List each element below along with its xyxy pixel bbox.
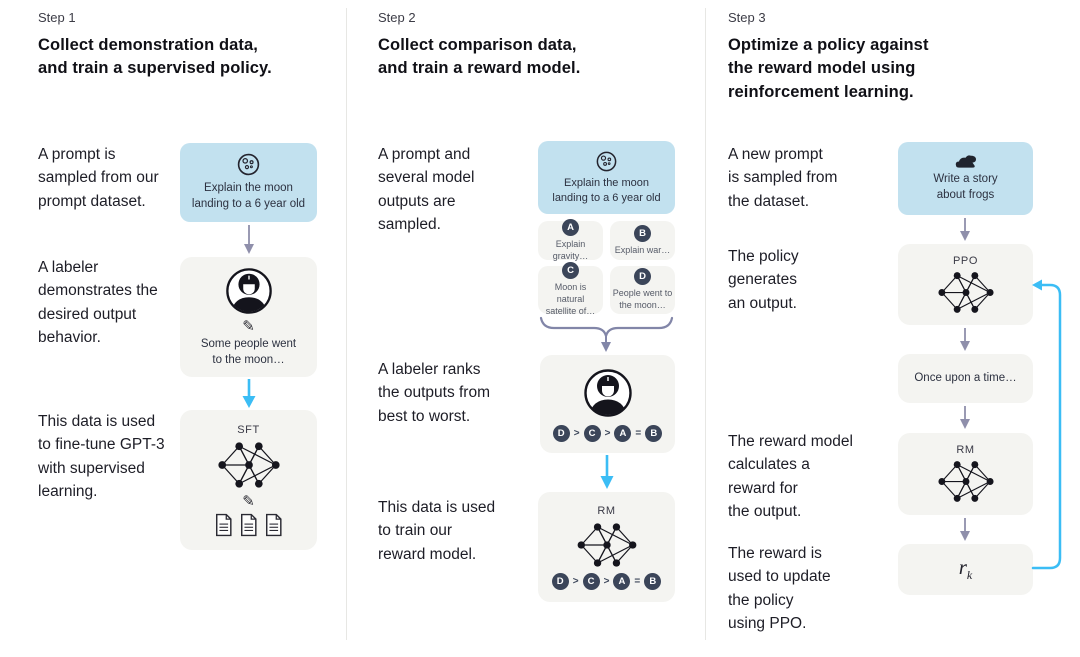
step2-annotation-ranks: A labeler ranks the outputs from best to…: [378, 361, 491, 425]
moon-icon: [596, 151, 617, 172]
rank-chip: C: [583, 424, 601, 442]
step3-rm-box: RM: [898, 433, 1033, 515]
step2-annotation-train: This data is used to train our reward mo…: [378, 499, 496, 563]
documents-row: [214, 513, 284, 537]
step1-annotation-finetune: This data is used to fine-tune GPT-3 wit…: [38, 413, 165, 500]
ranking-row: D > C > A = B: [551, 572, 662, 590]
prompt-text: Explain the moon landing to a 6 year old: [552, 176, 661, 204]
arrow-down-icon: [960, 218, 970, 241]
pencil-icon: ✎: [242, 492, 255, 510]
rank-op: =: [634, 575, 641, 587]
step2-rm-box: RM D > C > A = B: [538, 492, 675, 602]
output-chip-b: B Explain war…: [610, 221, 675, 260]
rank-chip: B: [645, 424, 663, 442]
arrow-down-cyan-icon: [242, 379, 256, 408]
rank-chip: D: [552, 424, 570, 442]
prompt-text: Write a story about frogs: [933, 172, 998, 201]
output-text: Explain war…: [614, 244, 671, 255]
step1-labeler-box: ✎ Some people went to the moon…: [180, 257, 317, 377]
step2-prompt-box: Explain the moon landing to a 6 year old: [538, 141, 675, 214]
rm-label: RM: [956, 444, 975, 456]
step1-annotation-prompt: A prompt is sampled from our prompt data…: [38, 146, 159, 210]
step3-annotation-policy: The policy generates an output.: [728, 248, 799, 312]
column-divider: [705, 8, 706, 640]
rank-chip: C: [582, 572, 600, 590]
labeler-icon: [583, 368, 632, 417]
step1-prompt-box: Explain the moon landing to a 6 year old: [180, 143, 317, 222]
step2-label: Step 2: [378, 10, 416, 25]
frog-icon: [955, 155, 976, 168]
letter-badge: A: [562, 218, 579, 236]
column-divider: [346, 8, 347, 640]
step3-label: Step 3: [728, 10, 766, 25]
letter-badge: C: [562, 262, 579, 280]
step3-annotation-prompt: A new prompt is sampled from the dataset…: [728, 146, 838, 210]
neural-network-icon: [217, 441, 280, 488]
brace-gather-arrow-icon: [539, 316, 674, 352]
rank-op: >: [603, 575, 610, 587]
neural-network-icon: [937, 271, 994, 313]
moon-icon: [237, 154, 260, 176]
rank-chip: A: [614, 424, 632, 442]
rm-label: RM: [597, 504, 616, 517]
rank-chip: A: [613, 572, 631, 590]
step3-reward-box: rk: [898, 544, 1033, 595]
step2-annotation-sampled: A prompt and several model outputs are s…: [378, 146, 475, 233]
rank-chip: B: [644, 572, 662, 590]
rank-op: >: [604, 427, 611, 439]
reward-value: rk: [958, 555, 973, 583]
letter-badge: B: [634, 224, 651, 242]
neural-network-icon: [937, 461, 994, 502]
step2-title: Collect comparison data, and train a rew…: [378, 36, 581, 78]
step3-annotation-reward: The reward model calculates a reward for…: [728, 433, 853, 520]
arrow-down-cyan-icon: [600, 455, 614, 489]
step2-labeler-box: D > C > A = B: [540, 355, 675, 453]
rank-op: =: [635, 427, 642, 439]
output-chip-c: C Moon is natural satellite of…: [538, 262, 603, 316]
step1-title: Collect demonstration data, and train a …: [38, 36, 272, 78]
step3-ppo-box: PPO: [898, 244, 1033, 325]
output-chip-a: A Explain gravity…: [538, 218, 603, 261]
demonstration-text: Some people went to the moon…: [200, 337, 297, 366]
document-icon: [240, 513, 257, 536]
neural-network-icon: [577, 522, 636, 567]
output-text: Moon is natural satellite of…: [545, 282, 596, 316]
labeler-icon: [225, 268, 272, 314]
arrow-down-icon: [244, 225, 254, 254]
step3-output-box: Once upon a time…: [898, 354, 1033, 403]
document-icon: [265, 513, 282, 536]
rank-op: >: [572, 575, 579, 587]
step1-annotation-labeler: A labeler demonstrates the desired outpu…: [38, 259, 158, 346]
ppo-label: PPO: [952, 254, 979, 267]
document-icon: [215, 513, 232, 536]
ranking-row: D > C > A = B: [552, 424, 663, 442]
step1-sft-box: SFT ✎: [180, 410, 317, 550]
output-text: People went to the moon…: [612, 288, 673, 310]
step3-prompt-box: Write a story about frogs: [898, 142, 1033, 215]
rank-op: >: [573, 427, 580, 439]
letter-badge: D: [634, 268, 651, 286]
prompt-text: Explain the moon landing to a 6 year old: [191, 182, 306, 210]
sft-label: SFT: [237, 423, 260, 436]
output-chip-d: D People went to the moon…: [610, 266, 675, 314]
step3-title: Optimize a policy against the reward mod…: [728, 36, 929, 101]
feedback-loop-arrow-icon: [1031, 279, 1062, 570]
arrow-down-icon: [960, 406, 970, 429]
step1-label: Step 1: [38, 10, 76, 25]
step3-annotation-update: The reward is used to update the policy …: [728, 545, 831, 632]
arrow-down-icon: [960, 328, 970, 351]
output-text: Explain gravity…: [552, 238, 589, 261]
rank-chip: D: [551, 572, 569, 590]
generated-output-text: Once upon a time…: [914, 371, 1017, 384]
arrow-down-icon: [960, 518, 970, 541]
pencil-icon: ✎: [242, 317, 255, 335]
